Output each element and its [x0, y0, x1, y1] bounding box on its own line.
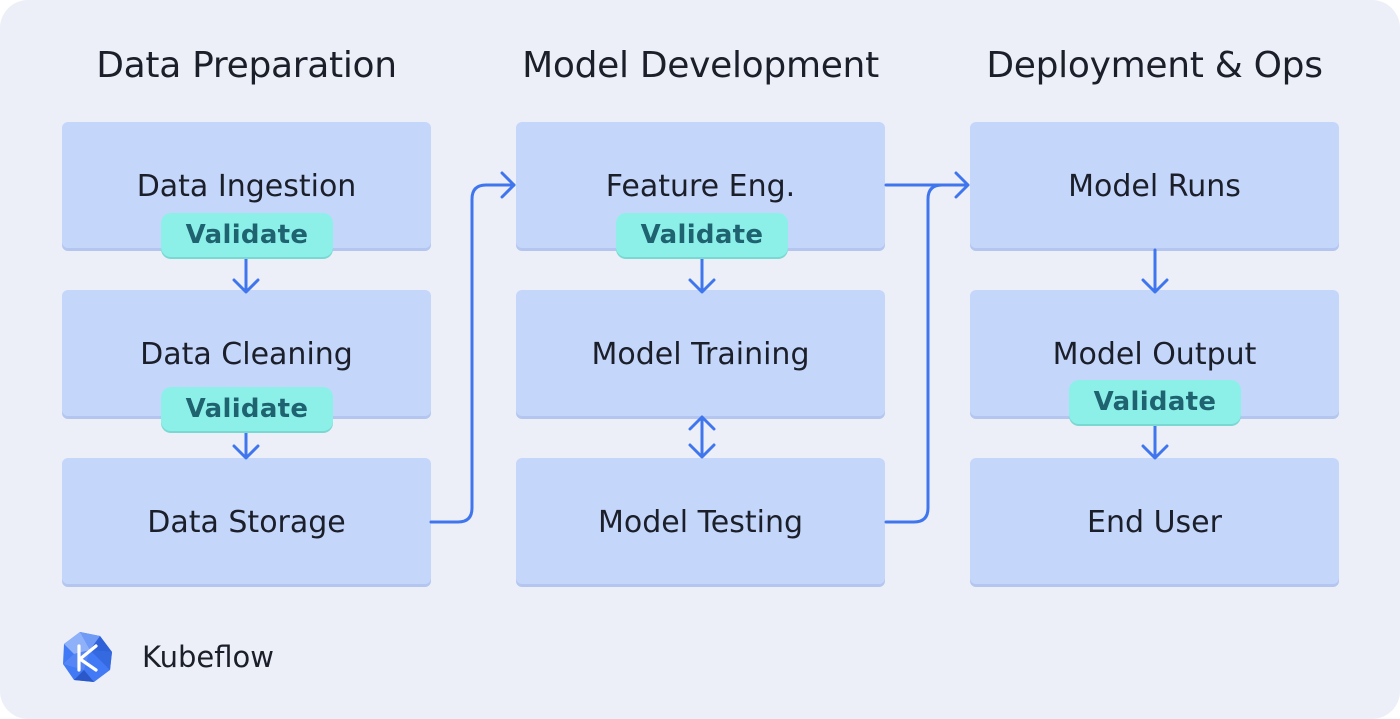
arrow-cleaning-to-storage — [232, 429, 260, 460]
arrow-runs-to-output — [1141, 248, 1169, 294]
brand-name: Kubeflow — [142, 640, 274, 674]
step-box-model-training: Model Training — [516, 290, 885, 416]
step-label: Feature Eng. — [605, 169, 796, 204]
column-title-data-preparation: Data Preparation — [96, 45, 397, 86]
step-box-model-output: Model Output — [970, 290, 1339, 416]
step-label: Model Training — [591, 337, 810, 372]
arrow-training-testing-bidirectional — [688, 415, 716, 459]
step-label: Model Runs — [1068, 169, 1241, 204]
arrow-output-to-end-user — [1141, 423, 1169, 460]
arrow-feature-eng-to-model-runs — [884, 171, 970, 199]
step-box-data-storage: Data Storage — [62, 458, 431, 584]
arrow-testing-to-model-runs — [884, 183, 968, 524]
validate-badge: Validate — [1069, 380, 1241, 424]
arrow-ingestion-to-cleaning — [232, 256, 260, 294]
arrow-storage-to-feature-eng — [429, 171, 516, 524]
column-title-model-development: Model Development — [522, 45, 879, 86]
step-label: Model Testing — [597, 505, 804, 540]
step-label: Data Cleaning — [140, 337, 353, 372]
step-label: Data Ingestion — [136, 169, 357, 204]
column-title-deployment-ops: Deployment & Ops — [986, 45, 1323, 86]
validate-badge: Validate — [616, 213, 788, 257]
validate-badge: Validate — [161, 387, 333, 431]
kubeflow-logo-icon — [63, 632, 112, 682]
step-label: Model Output — [1052, 337, 1257, 372]
step-box-model-runs: Model Runs — [970, 122, 1339, 248]
step-box-end-user: End User — [970, 458, 1339, 584]
step-label: Data Storage — [147, 505, 346, 540]
validate-badge: Validate — [161, 213, 333, 257]
arrow-feature-eng-to-training — [688, 256, 716, 294]
step-box-model-testing: Model Testing — [516, 458, 885, 584]
step-label: End User — [1087, 505, 1222, 540]
